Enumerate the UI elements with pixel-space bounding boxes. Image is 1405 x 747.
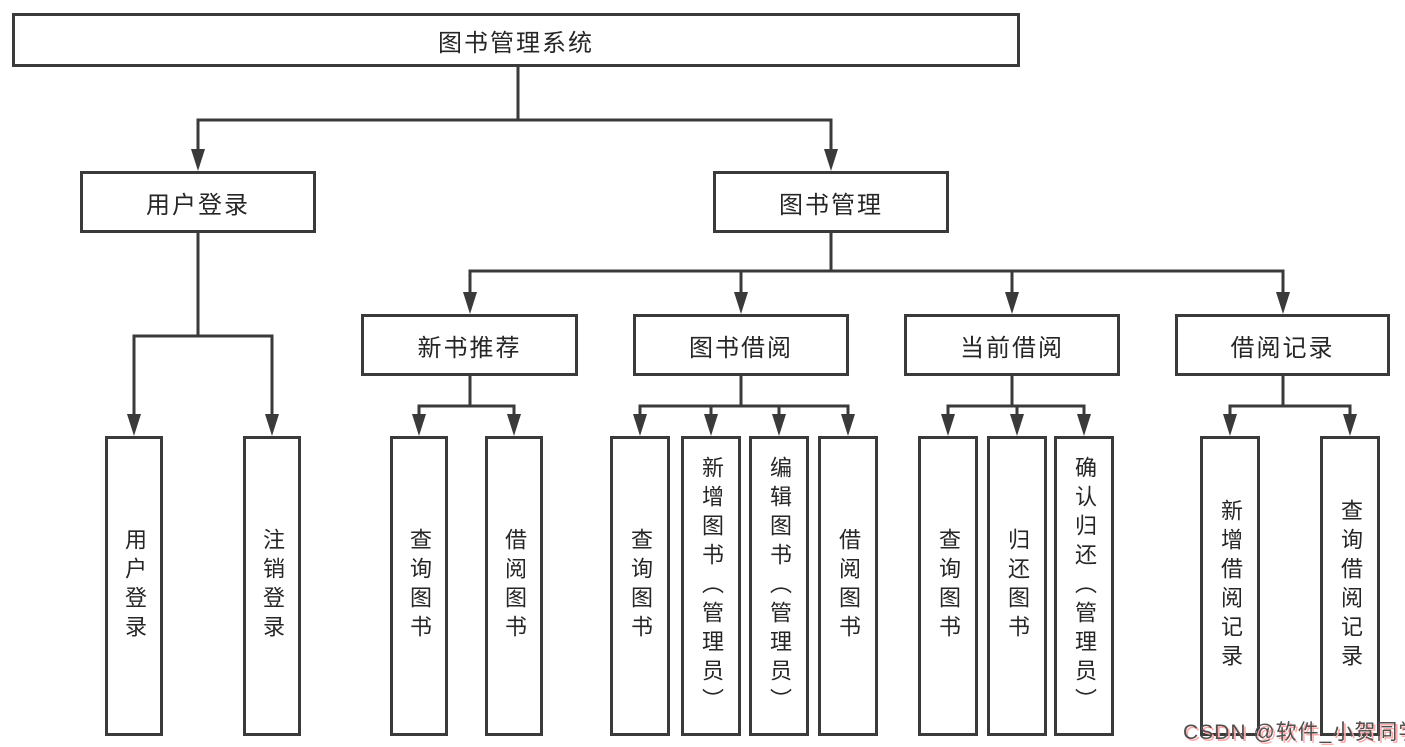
arrow-down-icon — [704, 414, 718, 436]
arrow-down-icon — [1223, 414, 1237, 436]
arrow-down-icon — [1010, 414, 1024, 436]
leaf-confirm-return-admin: 确认归还（管理员） — [1054, 436, 1114, 736]
leaf-user-login: 用户登录 — [105, 436, 163, 736]
node-label: 图书借阅 — [689, 334, 793, 362]
node-label: 图书管理 — [779, 191, 883, 219]
node-label: 查询图书 — [407, 528, 432, 644]
node-label: 归还图书 — [1005, 528, 1030, 644]
node-book-management: 图书管理 — [713, 171, 949, 233]
arrow-down-icon — [1077, 414, 1091, 436]
node-label: 用户登录 — [122, 528, 147, 644]
leaf-borrow-books-1: 借阅图书 — [485, 436, 543, 736]
arrow-down-icon — [127, 414, 141, 436]
node-new-book-recommend: 新书推荐 — [361, 314, 578, 376]
arrow-down-icon — [633, 414, 647, 436]
node-label: 新增借阅记录 — [1218, 499, 1243, 673]
leaf-borrow-books-2: 借阅图书 — [818, 436, 878, 736]
node-label: 查询图书 — [628, 528, 653, 644]
connector-records-to-leaves — [1228, 376, 1352, 418]
leaf-query-books-1: 查询图书 — [390, 436, 448, 736]
connector-userlogin-to-leaves — [132, 233, 274, 418]
node-label: 注销登录 — [260, 528, 285, 644]
node-root-library-system: 图书管理系统 — [12, 13, 1020, 67]
leaf-query-borrow-record: 查询借阅记录 — [1320, 436, 1380, 736]
arrow-down-icon — [841, 414, 855, 436]
node-book-borrow: 图书借阅 — [633, 314, 849, 376]
node-label: 用户登录 — [146, 191, 250, 219]
leaf-logout: 注销登录 — [243, 436, 301, 736]
leaf-return-book: 归还图书 — [987, 436, 1047, 736]
node-current-borrow: 当前借阅 — [904, 314, 1120, 376]
node-label: 编辑图书（管理员） — [767, 455, 792, 717]
node-label: 确认归还（管理员） — [1072, 455, 1097, 717]
arrow-down-icon — [463, 292, 477, 314]
node-label: 新增图书（管理员） — [699, 455, 724, 717]
arrow-down-icon — [941, 414, 955, 436]
node-label: 新书推荐 — [417, 334, 522, 362]
arrow-down-icon — [412, 414, 426, 436]
leaf-query-books-3: 查询图书 — [918, 436, 978, 736]
arrow-down-icon — [772, 414, 786, 436]
connector-bookmgmt-to-level3 — [468, 233, 1285, 296]
leaf-add-borrow-record: 新增借阅记录 — [1200, 436, 1260, 736]
arrow-down-icon — [1343, 414, 1357, 436]
arrow-down-icon — [191, 149, 205, 171]
connector-currentborrow-to-leaves — [946, 376, 1086, 418]
arrow-down-icon — [734, 292, 748, 314]
csdn-watermark: CSDN @软件_小贺同学 — [1183, 721, 1405, 744]
node-label: 借阅图书 — [836, 528, 861, 644]
leaf-edit-book-admin: 编辑图书（管理员） — [749, 436, 809, 736]
arrow-down-icon — [265, 414, 279, 436]
node-label: 借阅记录 — [1230, 334, 1335, 362]
node-label: 借阅图书 — [502, 528, 527, 644]
connector-bookborrow-to-leaves — [638, 376, 850, 418]
node-label: 查询借阅记录 — [1338, 499, 1363, 673]
arrow-down-icon — [824, 149, 838, 171]
connector-root-to-level2 — [196, 67, 833, 152]
node-borrow-records: 借阅记录 — [1175, 314, 1390, 376]
arrow-down-icon — [1276, 292, 1290, 314]
arrow-down-icon — [1005, 292, 1019, 314]
arrow-down-icon — [507, 414, 521, 436]
leaf-add-book-admin: 新增图书（管理员） — [681, 436, 741, 736]
connector-newbookrec-to-leaves — [417, 376, 516, 418]
node-label: 当前借阅 — [960, 334, 1064, 362]
node-label: 查询图书 — [936, 528, 961, 644]
node-label: 图书管理系统 — [438, 29, 594, 57]
node-user-login: 用户登录 — [80, 171, 316, 233]
leaf-query-books-2: 查询图书 — [610, 436, 670, 736]
